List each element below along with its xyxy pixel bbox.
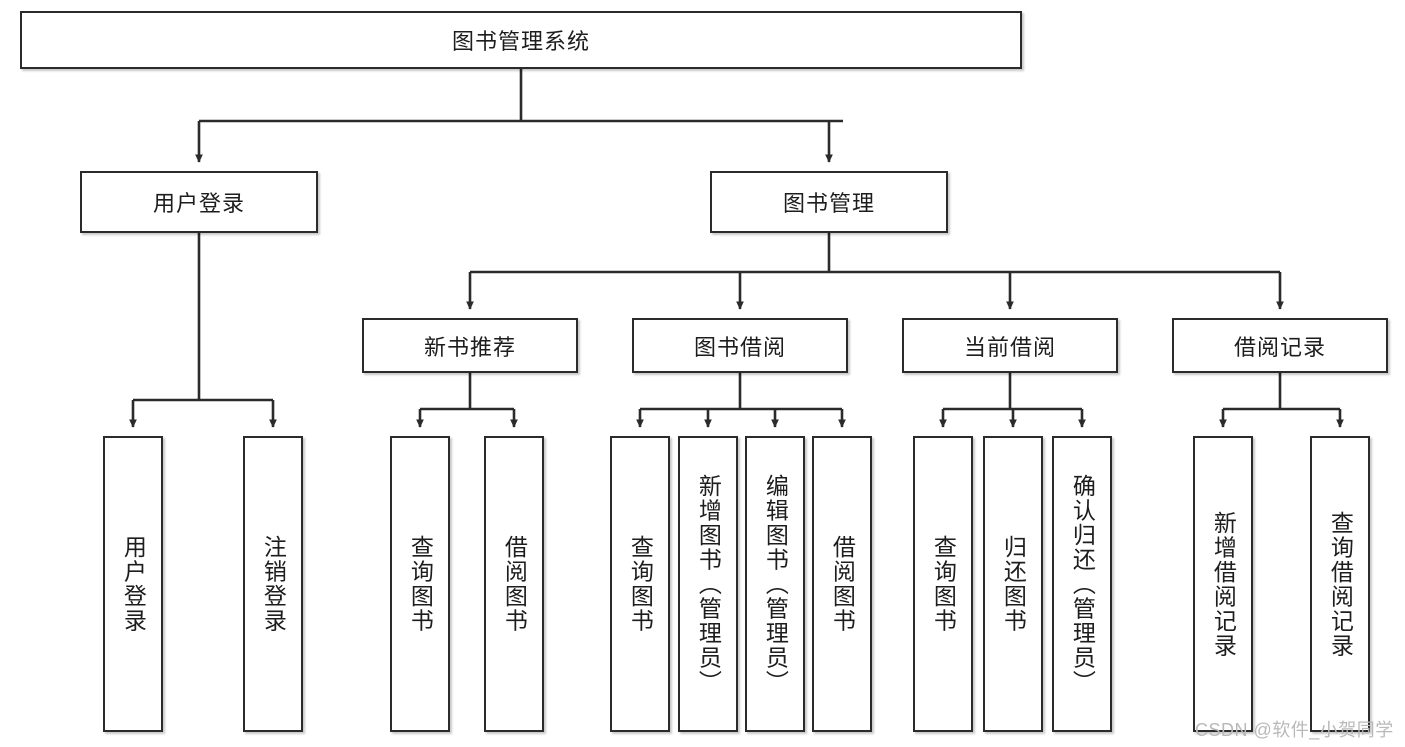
node-leaf-query-book-borrow[interactable]: 查询图书 bbox=[610, 436, 670, 732]
node-leaf-user-login[interactable]: 用户登录 bbox=[103, 436, 163, 732]
node-root-label: 图书管理系统 bbox=[451, 29, 590, 54]
node-user-login-label: 用户登录 bbox=[152, 191, 245, 216]
node-root[interactable]: 图书管理系统 bbox=[20, 11, 1022, 69]
node-borrow-records[interactable]: 借阅记录 bbox=[1172, 318, 1388, 373]
node-leaf-borrow-book[interactable]: 借阅图书 bbox=[812, 436, 872, 732]
node-new-book-recommend-label: 新书推荐 bbox=[423, 334, 516, 360]
node-current-borrow-label: 当前借阅 bbox=[963, 334, 1056, 360]
node-leaf-query-book-current[interactable]: 查询图书 bbox=[913, 436, 973, 732]
node-leaf-user-login-label: 用户登录 bbox=[120, 535, 147, 633]
node-leaf-logout-login-label: 注销登录 bbox=[260, 535, 287, 633]
node-leaf-query-book-current-label: 查询图书 bbox=[930, 535, 957, 633]
node-leaf-edit-book-admin[interactable]: 编辑图书（管理员） bbox=[745, 436, 805, 732]
node-leaf-query-book-borrow-label: 查询图书 bbox=[627, 535, 654, 633]
node-leaf-return-book[interactable]: 归还图书 bbox=[983, 436, 1043, 732]
node-borrow-records-label: 借阅记录 bbox=[1233, 334, 1326, 360]
node-book-borrow[interactable]: 图书借阅 bbox=[632, 318, 848, 373]
node-leaf-return-book-label: 归还图书 bbox=[1000, 535, 1027, 633]
node-book-borrow-label: 图书借阅 bbox=[693, 334, 786, 360]
node-leaf-borrow-book-recommend-label: 借阅图书 bbox=[501, 535, 528, 633]
node-leaf-query-borrow-record-label: 查询借阅记录 bbox=[1327, 510, 1354, 658]
node-leaf-query-book-recommend-label: 查询图书 bbox=[407, 535, 434, 633]
node-book-management-label: 图书管理 bbox=[782, 191, 875, 216]
node-leaf-query-borrow-record[interactable]: 查询借阅记录 bbox=[1310, 436, 1370, 732]
node-leaf-add-borrow-record[interactable]: 新增借阅记录 bbox=[1193, 436, 1253, 732]
node-leaf-confirm-return-admin[interactable]: 确认归还（管理员） bbox=[1052, 436, 1112, 732]
node-leaf-logout-login[interactable]: 注销登录 bbox=[243, 436, 303, 732]
node-leaf-edit-book-admin-label: 编辑图书（管理员） bbox=[762, 473, 789, 695]
node-book-management[interactable]: 图书管理 bbox=[710, 171, 948, 233]
node-new-book-recommend[interactable]: 新书推荐 bbox=[362, 318, 578, 373]
node-leaf-confirm-return-admin-label: 确认归还（管理员） bbox=[1069, 473, 1096, 695]
node-current-borrow[interactable]: 当前借阅 bbox=[902, 318, 1118, 373]
node-leaf-query-book-recommend[interactable]: 查询图书 bbox=[390, 436, 450, 732]
node-leaf-borrow-book-recommend[interactable]: 借阅图书 bbox=[484, 436, 544, 732]
node-user-login[interactable]: 用户登录 bbox=[80, 171, 318, 233]
node-leaf-add-book-admin[interactable]: 新增图书（管理员） bbox=[678, 436, 738, 732]
node-leaf-add-book-admin-label: 新增图书（管理员） bbox=[695, 473, 722, 695]
node-leaf-borrow-book-label: 借阅图书 bbox=[829, 535, 856, 633]
node-leaf-add-borrow-record-label: 新增借阅记录 bbox=[1210, 510, 1237, 658]
csdn-watermark: CSDN @软件_小贺同学 bbox=[1195, 720, 1394, 740]
